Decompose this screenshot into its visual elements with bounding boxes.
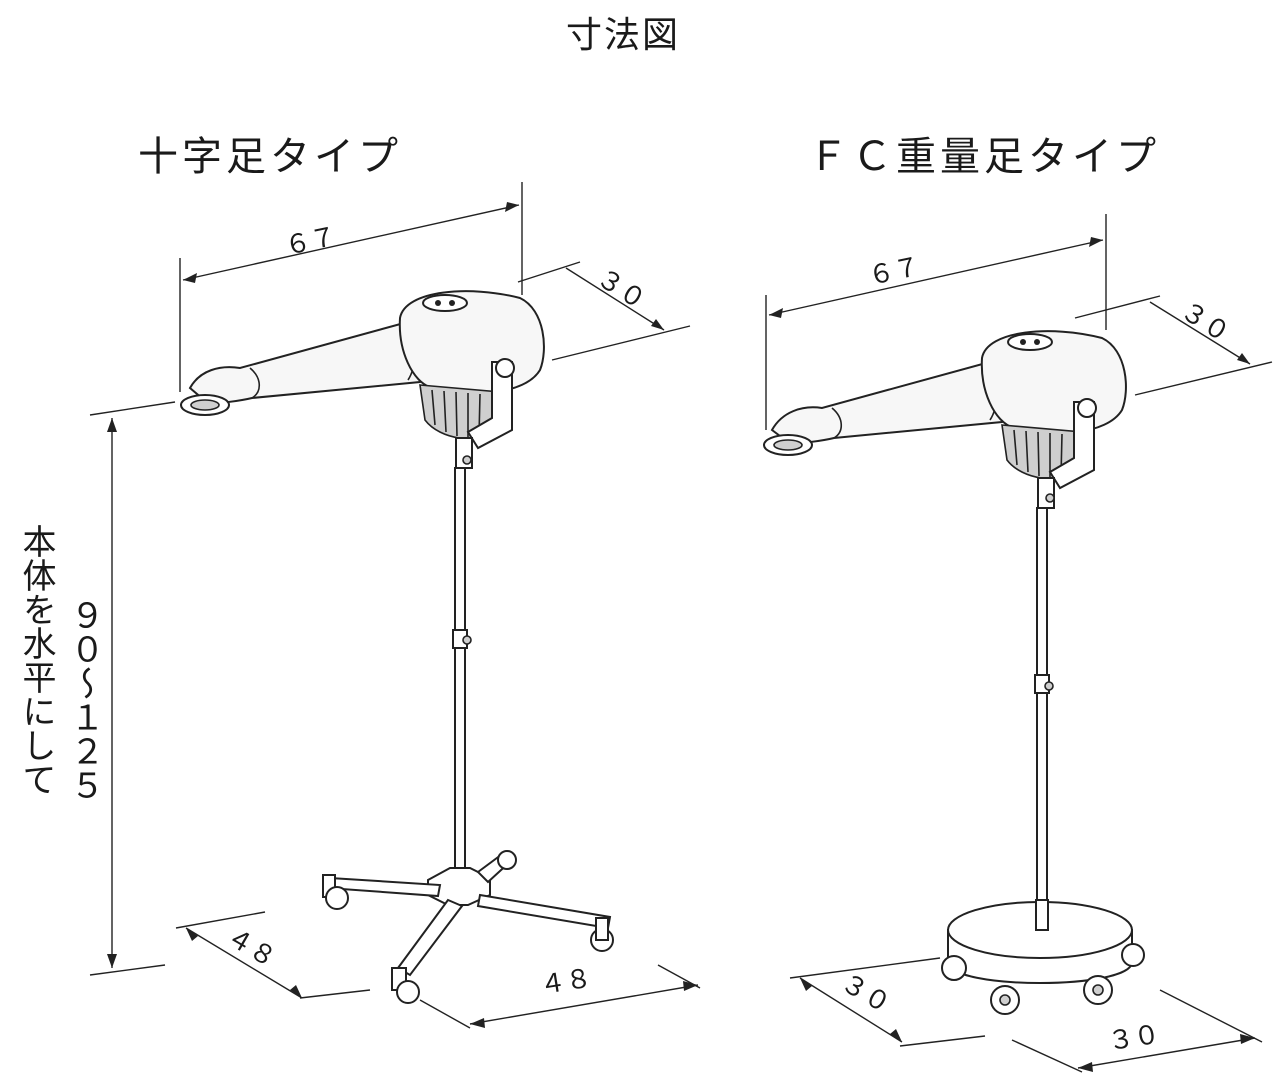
right-dimension-lines bbox=[765, 214, 1273, 1073]
diagram-title: 寸法図 bbox=[566, 15, 681, 56]
left-base-depth-label: ４８ bbox=[221, 922, 281, 974]
right-base-depth-label: ３０ bbox=[836, 968, 896, 1020]
left-width-label: ６７ bbox=[282, 222, 339, 262]
left-dimension-lines bbox=[89, 182, 701, 1029]
right-depth-label: ３０ bbox=[1175, 296, 1235, 349]
left-dryer-head bbox=[180, 290, 545, 469]
right-stand bbox=[941, 507, 1145, 1015]
right-width-label: ６７ bbox=[866, 252, 923, 292]
right-type-title: ＦＣ重量足タイプ bbox=[808, 134, 1160, 180]
right-base-width-label: ３０ bbox=[1106, 1020, 1162, 1058]
height-note-line1: 本体を水平にして bbox=[16, 524, 56, 796]
right-dryer-head bbox=[763, 330, 1127, 509]
height-range-label: ９０～１２５ bbox=[64, 598, 104, 802]
left-depth-label: ３０ bbox=[591, 263, 651, 316]
left-stand bbox=[322, 467, 614, 1004]
left-type-title: 十字足タイプ bbox=[138, 134, 402, 180]
left-base-width-label: ４８ bbox=[538, 963, 594, 1001]
